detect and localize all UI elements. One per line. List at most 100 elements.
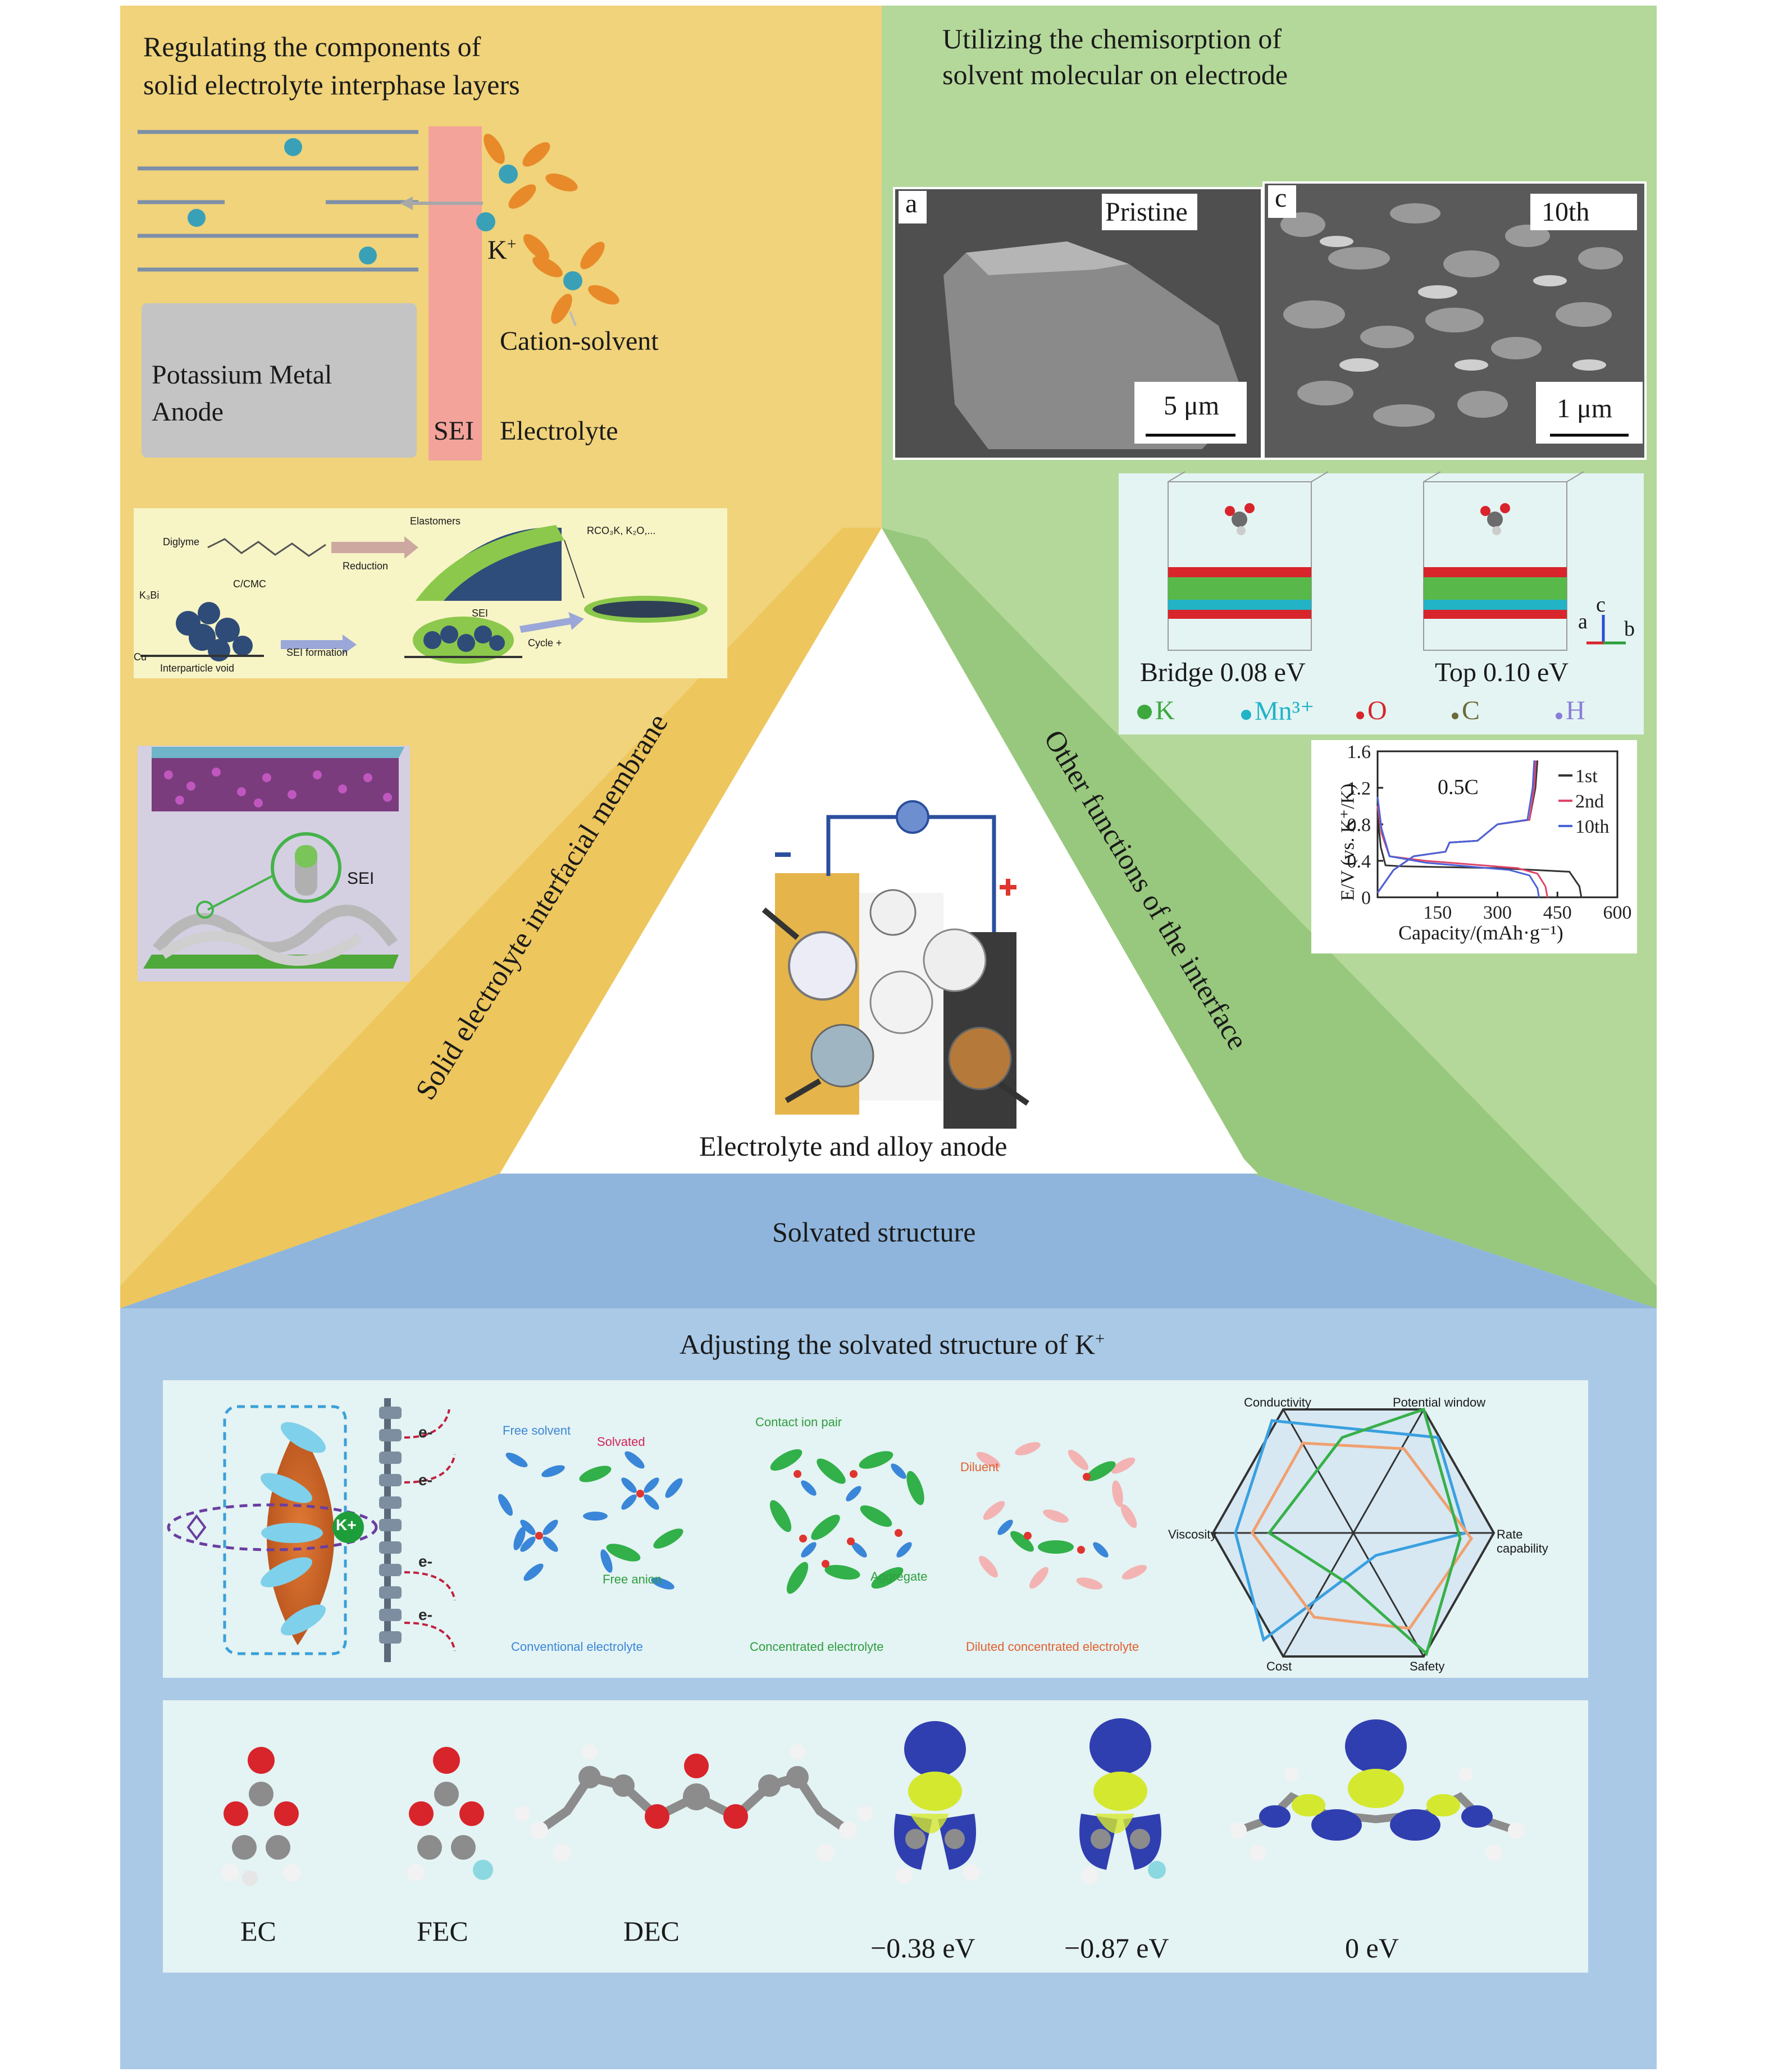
conv-free-solvent-label: Free solvent xyxy=(503,1423,571,1437)
axis-a-label: a xyxy=(1578,610,1588,633)
radar-viscosity-label: Viscosity xyxy=(1168,1527,1217,1541)
bottom-section-title: Adjusting the solvated structure of K+ xyxy=(680,1329,1105,1360)
chart-y-tick-label: 1.6 xyxy=(1347,742,1371,763)
chemisorption-title-line1: Utilizing the chemisorption of xyxy=(942,23,1282,54)
sem-a-scale: 5 μm xyxy=(1164,391,1220,421)
wedge-right-darker xyxy=(882,528,1657,1308)
molecules-panel xyxy=(163,1700,1588,1973)
conc-caption: Concentrated electrolyte xyxy=(750,1640,884,1654)
molecule-dec-label: DEC xyxy=(623,1915,680,1947)
legend-o: O xyxy=(1356,695,1387,726)
molecule-fec-label: FEC xyxy=(417,1915,468,1947)
conc-contact-pair-label: Contact ion pair xyxy=(755,1415,842,1429)
radar-conductivity-label: Conductivity xyxy=(1244,1395,1311,1409)
scheme-sei-label: SEI xyxy=(472,608,489,619)
fec-orbital xyxy=(1079,1718,1166,1884)
chart-legend-label-10th: 10th xyxy=(1575,816,1609,837)
chart-rate-annotation: 0.5C xyxy=(1438,775,1479,799)
chart-y-tick-label: 0.8 xyxy=(1347,815,1371,836)
legend-k: K xyxy=(1137,695,1175,726)
chart-series-2nd-discharge xyxy=(1376,806,1548,898)
scheme-products-label: RCO₃K, K₂O,... xyxy=(587,525,656,536)
axis-c-label: c xyxy=(1596,593,1606,617)
chart-x-tick-label: 600 xyxy=(1603,902,1632,923)
conv-solvated-label: Solvated xyxy=(597,1435,645,1449)
scheme-reduction-label: Reduction xyxy=(343,560,389,572)
bridge-slab xyxy=(1168,471,1329,651)
cluster-e-label-1: e- xyxy=(418,1423,432,1441)
chart-ylabel: E/V (vs. K⁺/K) xyxy=(1337,783,1358,901)
diglyme-scheme-panel xyxy=(134,508,727,678)
chart-series-10th-discharge xyxy=(1376,797,1540,898)
radar-rate-label-line1: Rate xyxy=(1497,1527,1523,1541)
scheme-diglyme-label: Diglyme xyxy=(163,536,200,547)
sem-image-pristine xyxy=(893,187,1263,460)
dil-caption: Diluted concentrated electrolyte xyxy=(966,1640,1139,1654)
cluster-k-label: K+ xyxy=(336,1516,357,1534)
electrolyte-label: Electrolyte xyxy=(500,416,618,446)
fiber-sei-panel xyxy=(138,746,410,982)
fec-molecule xyxy=(407,1747,493,1882)
chart-legend-label-2nd: 2nd xyxy=(1575,791,1604,812)
scheme-cycle-label: Cycle + xyxy=(528,637,562,649)
dft-adsorption-panel xyxy=(1119,471,1644,734)
chart-x-tick-label: 150 xyxy=(1423,902,1452,923)
cation-solvent-label: Cation-solvent xyxy=(500,326,659,356)
conv-free-anion-label: Free anion xyxy=(603,1572,662,1586)
radar-potential-window-label: Potential window xyxy=(1393,1395,1486,1409)
potassium-anode-label-line2: Anode xyxy=(152,397,224,427)
cluster-e-label-2: e- xyxy=(418,1471,432,1489)
conv-caption: Conventional electrolyte xyxy=(511,1640,643,1654)
scheme-kbi-label: K₃Bi xyxy=(139,590,159,601)
fiber-sei-label: SEI xyxy=(347,869,375,888)
sem-a-label: Pristine xyxy=(1105,197,1188,227)
chart-y-tick-label: 0.4 xyxy=(1347,851,1371,872)
diluted-electrolyte-diagram xyxy=(976,1442,1147,1590)
dec-molecule xyxy=(514,1744,873,1862)
atom-legend: K Mn³⁺ O C H xyxy=(1137,695,1643,729)
scheme-elastomers-label: Elastomers xyxy=(410,515,461,527)
cluster-e-label-4: e- xyxy=(418,1606,432,1623)
orbital-dec-energy: 0 eV xyxy=(1345,1932,1399,1964)
radar-rate-label-line2: capability xyxy=(1497,1541,1548,1555)
center-battery-graphic xyxy=(762,800,1029,1129)
chart-x-tick-label: 450 xyxy=(1543,902,1572,923)
conventional-electrolyte-diagram xyxy=(498,1451,683,1590)
sem-a-letter: a xyxy=(905,189,918,218)
axes-indicator xyxy=(1586,615,1626,645)
scheme-void-label: Interparticle void xyxy=(160,663,235,674)
chart-xlabel: Capacity/(mAh·g⁻¹) xyxy=(1398,921,1563,944)
sem-c-scale: 1 μm xyxy=(1557,394,1613,423)
legend-c: C xyxy=(1452,695,1480,726)
region-solvated-band xyxy=(120,1174,1657,1308)
legend-h: H xyxy=(1556,695,1585,726)
chart-series-1st-discharge xyxy=(1376,815,1583,898)
sei-section-title-line2: solid electrolyte interphase layers xyxy=(143,69,520,101)
dec-orbital xyxy=(1230,1719,1525,1861)
sei-section-title-line1: Regulating the components of xyxy=(143,31,481,62)
potassium-anode-label-line1: Potassium Metal xyxy=(152,360,332,390)
top-energy-label: Top 0.10 eV xyxy=(1435,658,1569,687)
cluster-e-label-3: e- xyxy=(418,1553,432,1570)
ec-molecule xyxy=(221,1747,301,1886)
chemisorption-title-line2: solvent molecular on electrode xyxy=(942,59,1288,90)
axis-b-label: b xyxy=(1624,617,1635,641)
chart-series-10th-charge xyxy=(1376,760,1535,893)
dil-diluent-label: Diluent xyxy=(960,1460,999,1474)
k-solvation-sheath xyxy=(167,1398,456,1662)
top-slab xyxy=(1423,471,1584,651)
chart-y-tick-label: 1.2 xyxy=(1347,778,1371,799)
scheme-ccmc-label: C/CMC xyxy=(233,578,266,590)
radar-cost-label: Cost xyxy=(1266,1659,1292,1673)
radar-chart xyxy=(1211,1407,1496,1658)
ec-orbital xyxy=(894,1721,980,1884)
molecule-ec-label: EC xyxy=(240,1915,276,1947)
legend-mn: Mn³⁺ xyxy=(1241,695,1314,727)
concentrated-electrolyte-diagram xyxy=(769,1449,924,1594)
sem-image-10th xyxy=(1262,181,1647,460)
solvation-panel xyxy=(163,1380,1588,1678)
orbital-ec-energy: −0.38 eV xyxy=(870,1932,975,1964)
wedge-left-darker xyxy=(120,528,882,1308)
chart-legend-label-1st: 1st xyxy=(1575,766,1598,787)
